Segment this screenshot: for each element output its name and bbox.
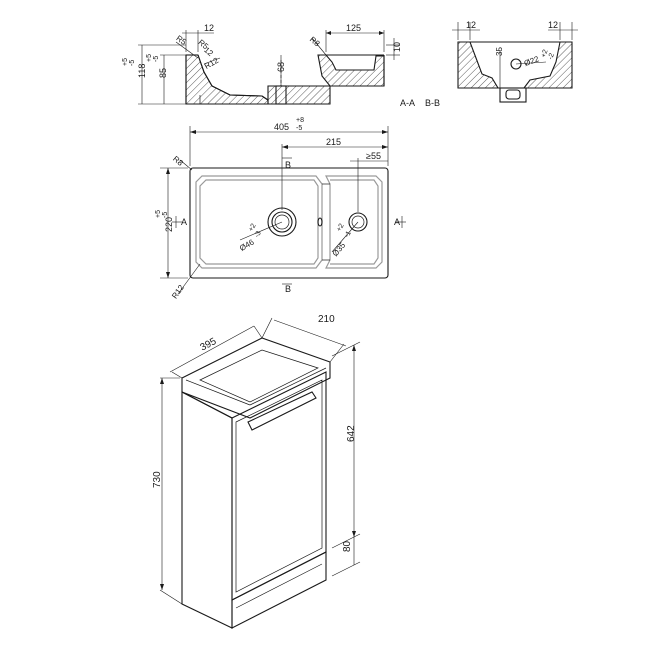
cabinet-door	[231, 371, 327, 601]
aa-dim-85: 85	[158, 68, 168, 78]
plan-dim-405-minus: -5	[296, 125, 302, 132]
section-bb-overflow-hole	[510, 58, 522, 70]
plan-dim-405-plus: +8	[296, 117, 304, 124]
bb-hole-dia: Ø22	[523, 54, 541, 68]
plan-tap-hole	[348, 212, 368, 232]
plan-outer	[189, 167, 389, 279]
cabinet-dim-730: 730	[152, 471, 163, 488]
cabinet-view: 395 210 730 642 80	[152, 314, 361, 629]
section-aa: 12 125 10 R5 R5 12 R12 R8 68 118 +5 -5	[122, 23, 440, 108]
plan-dim-215: 215	[326, 137, 341, 147]
section-aa-inner-line	[197, 54, 269, 101]
plan-dim-405: 405	[274, 122, 289, 132]
label-aa: A-A	[400, 98, 415, 108]
aa-dim-118-minus: -5	[129, 60, 136, 66]
plan-tap-dia: Ø35	[331, 240, 348, 258]
bb-hole-tol-plus: +2	[540, 49, 549, 59]
plan-dim-55: ≥55	[366, 151, 381, 161]
aa-dim-68: 68	[276, 62, 286, 72]
plan-drain-tol-minus: -3	[254, 230, 263, 239]
aa-radius-r12: R12	[203, 56, 221, 71]
section-aa-left-wall	[185, 54, 269, 105]
aa-dim-125: 125	[346, 23, 361, 33]
cabinet-dim-642: 642	[346, 425, 357, 442]
plan-dim-220: 220	[164, 217, 174, 232]
section-bb-right-wall	[522, 41, 573, 89]
plan-radius-r12: R12	[170, 283, 186, 301]
plan-marker-a-left: A	[181, 217, 187, 227]
section-aa-right-deck	[317, 54, 385, 87]
plan-radius-r8: R8	[171, 154, 185, 168]
plan-tap-tol-minus: -1	[344, 230, 353, 239]
section-bb-drain	[499, 87, 527, 103]
plan-dim-220-plus: +5	[155, 210, 162, 218]
section-aa-drain-block	[267, 85, 331, 105]
aa-dim-118-plus: +5	[122, 58, 129, 66]
plan-basin	[195, 175, 323, 269]
aa-dim-top-12: 12	[204, 23, 214, 33]
bb-dim-right-12: 12	[548, 20, 558, 30]
plan-drain-tol-plus: +2	[248, 222, 258, 233]
cabinet-door-handle	[247, 391, 317, 431]
plan-view: 405 +8 -5 215 ≥55 220 +5 -5 R8 R12 Ø46 +…	[155, 117, 406, 300]
plan-marker-b-bottom: B	[285, 284, 291, 294]
aa-dim-85-plus: +5	[146, 54, 153, 62]
plan-deck	[325, 175, 383, 269]
section-bb: 12 12 35 Ø22 +2 -2	[452, 20, 578, 103]
bb-dim-left-12: 12	[466, 20, 476, 30]
bb-hole-tol-minus: -2	[547, 52, 556, 60]
aa-dim-10: 10	[392, 42, 402, 52]
cabinet-plinth	[231, 551, 327, 629]
cabinet-dim-210: 210	[318, 314, 335, 325]
cabinet-dim-395: 395	[198, 336, 218, 354]
cabinet-side-panel	[181, 391, 233, 629]
cabinet-dim-80: 80	[342, 540, 353, 552]
aa-dim-118: 118	[137, 64, 147, 78]
plan-marker-b-top: B	[285, 160, 291, 170]
bb-dim-35: 35	[495, 47, 504, 56]
label-bb: B-B	[425, 98, 440, 108]
section-bb-left-wall	[457, 41, 499, 89]
plan-dim-220-minus: -5	[162, 212, 169, 218]
plan-tap-tol-plus: +2	[336, 222, 346, 233]
aa-radius-r8: R8	[308, 35, 322, 49]
aa-dim-85-minus: -5	[153, 56, 160, 62]
